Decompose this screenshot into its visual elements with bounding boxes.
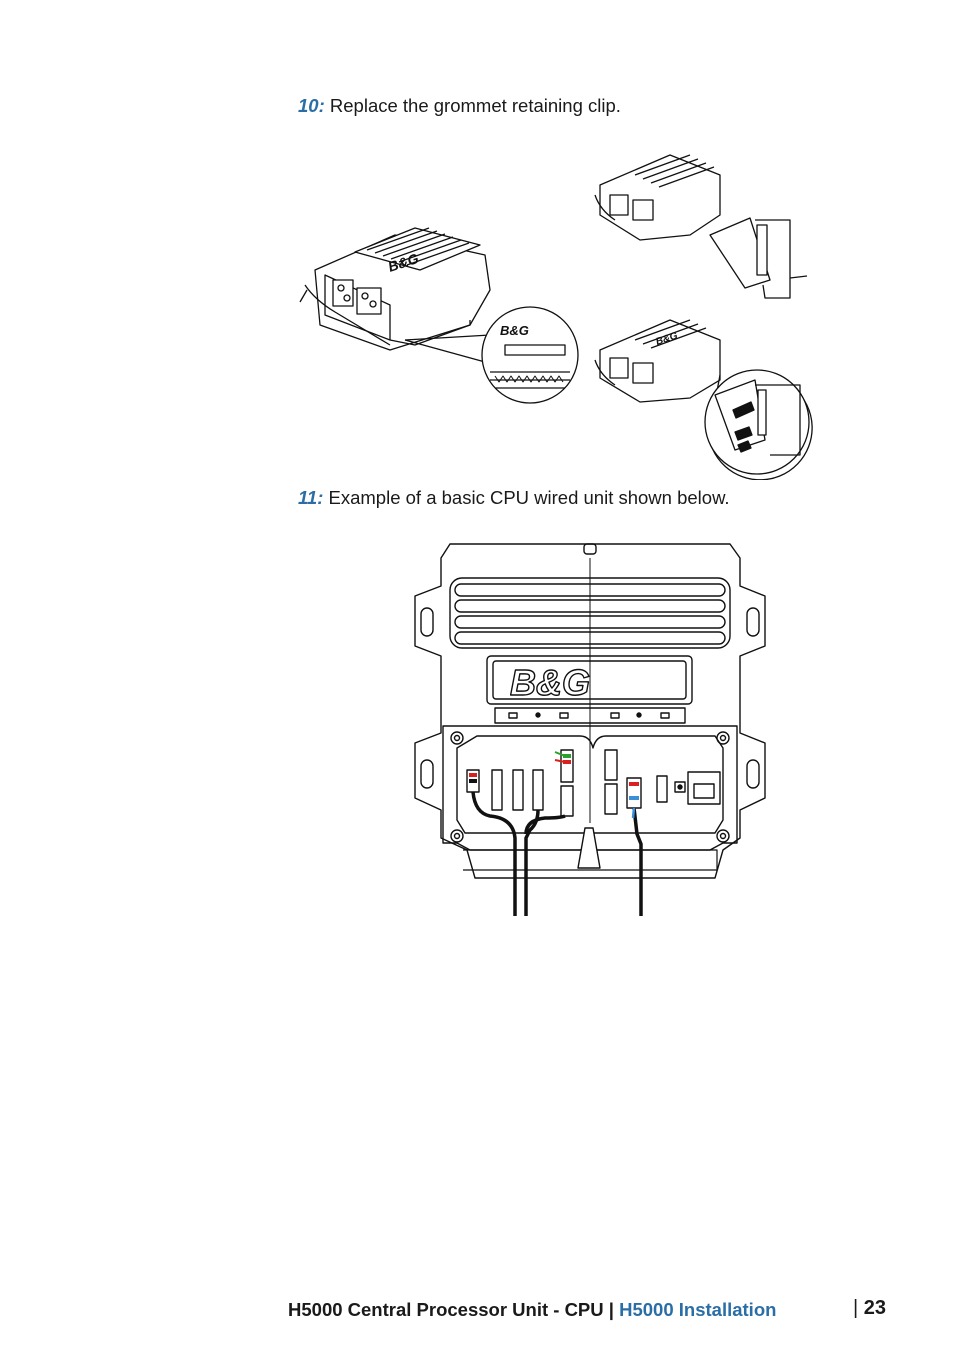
cpu-wiring-diagram: B&G [414, 543, 766, 916]
led-strip [494, 707, 686, 724]
terminal-block [626, 777, 642, 809]
mounting-slot [420, 759, 434, 789]
terminal-block [604, 749, 618, 781]
step-text: Example of a basic CPU wired unit shown … [328, 487, 730, 508]
wire [471, 791, 517, 916]
cpu-unit-perspective-main: B&G [299, 227, 491, 351]
wire [524, 814, 566, 835]
terminal-block [512, 769, 524, 811]
cpu-unit-perspective-top [594, 154, 721, 241]
step-11: 11: Example of a basic CPU wired unit sh… [298, 487, 730, 509]
step-text: Replace the grommet retaining clip. [329, 95, 621, 116]
magnified-clip-detail: B&G [481, 306, 579, 404]
terminal-block [560, 749, 574, 783]
terminal-block [466, 769, 480, 793]
cpu-housing [414, 543, 766, 879]
page-number-block: | 23 [853, 1297, 886, 1320]
wire [524, 809, 540, 916]
section-title: H5000 Installation [619, 1299, 777, 1320]
grommet-clip-illustration: B&G B&G [299, 154, 813, 480]
terminal-block [491, 769, 503, 811]
footer-title: H5000 Central Processor Unit - CPU | H50… [288, 1299, 776, 1321]
ethernet-port [687, 771, 721, 805]
wire [632, 807, 643, 916]
footer-separator: | [608, 1299, 614, 1320]
terminal-block [532, 769, 544, 811]
usb-port [656, 775, 668, 803]
clip-insertion-detail [704, 369, 813, 480]
mounting-slot [420, 607, 434, 637]
svg-text:B&G: B&G [500, 323, 529, 338]
reset-button [674, 781, 686, 793]
page-number: 23 [863, 1297, 887, 1319]
cpu-unit-perspective-bottom: B&G [594, 319, 721, 403]
brand-logo: B&G [510, 662, 590, 703]
clip-side-view [709, 217, 808, 299]
page-separator: | [853, 1297, 859, 1319]
mounting-slot [746, 607, 760, 637]
step-10: 10: Replace the grommet retaining clip. [298, 95, 621, 117]
mounting-slot [746, 759, 760, 789]
terminal-block [604, 783, 618, 815]
terminal-block [560, 785, 574, 817]
step-number: 10: [298, 95, 325, 116]
manual-title: H5000 Central Processor Unit - CPU [288, 1299, 604, 1320]
step-number: 11: [298, 487, 324, 508]
